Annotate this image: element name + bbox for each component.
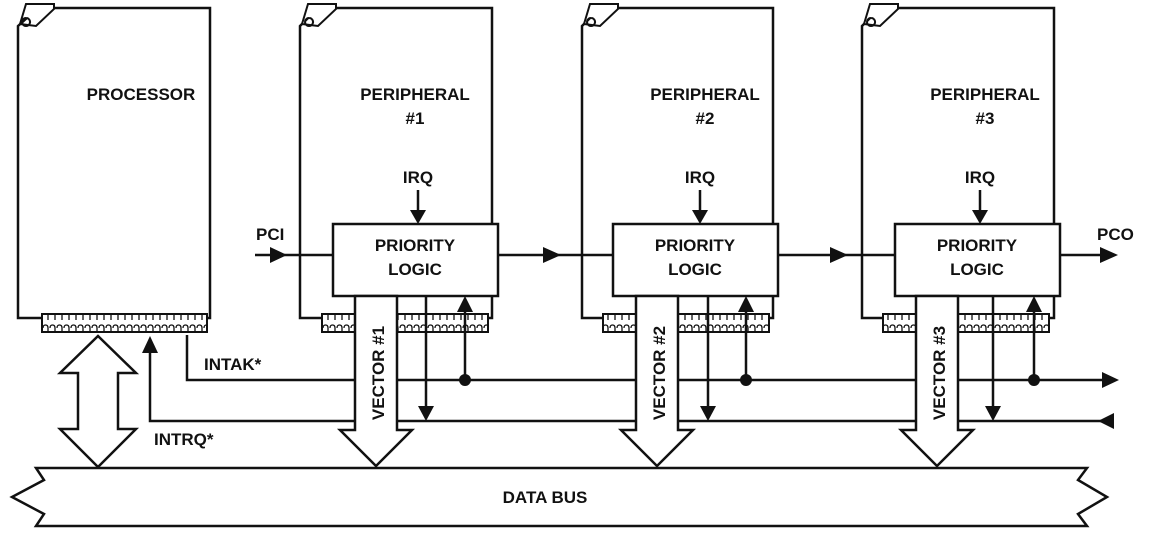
arrowhead-up-icon (738, 296, 754, 312)
peripheral-number: #1 (406, 109, 425, 128)
irq-label: IRQ (965, 168, 995, 187)
board-ejector-icon (582, 3, 619, 28)
intrq-label: INTRQ* (154, 430, 214, 449)
arrowhead-right-icon (1102, 372, 1119, 388)
bidirectional-bus-arrow (56, 334, 140, 469)
data-bus-label: DATA BUS (503, 488, 588, 507)
vector-label: VECTOR #3 (930, 326, 949, 420)
priority-label: PRIORITY (937, 236, 1018, 255)
arrowhead-up-icon (142, 336, 158, 353)
priority-logic-2: PRIORITY LOGIC (611, 222, 780, 298)
priority-chain: PCI PCO (255, 225, 1134, 263)
logic-label: LOGIC (388, 260, 442, 279)
irq-arrows (410, 190, 988, 224)
arrowhead-down-icon (692, 210, 708, 224)
edge-connector (321, 313, 489, 333)
pco-label: PCO (1097, 225, 1134, 244)
priority-label: PRIORITY (655, 236, 736, 255)
arrowhead-up-icon (1026, 296, 1042, 312)
pci-label: PCI (256, 225, 284, 244)
vector-label: VECTOR #2 (650, 326, 669, 420)
arrowhead-down-icon (418, 406, 434, 421)
intak-label: INTAK* (204, 355, 262, 374)
priority-logic-1: PRIORITY LOGIC (331, 222, 500, 298)
data-bus: DATA BUS (9, 466, 1110, 528)
priority-label: PRIORITY (375, 236, 456, 255)
arrowhead-right-icon (1100, 247, 1118, 263)
arrowhead-right-icon (830, 247, 848, 263)
arrowhead-down-icon (985, 406, 1001, 421)
vector-label: VECTOR #1 (369, 326, 388, 420)
arrowhead-up-icon (457, 296, 473, 312)
edge-connector (602, 313, 770, 333)
irq-label: IRQ (685, 168, 715, 187)
arrowhead-right-icon (270, 247, 287, 263)
logic-label: LOGIC (950, 260, 1004, 279)
irq-label: IRQ (403, 168, 433, 187)
arrowhead-left-icon (1098, 413, 1114, 429)
edge-connector (882, 313, 1050, 333)
vector-3-arrow: VECTOR #3 (897, 294, 977, 468)
board-ejector-icon (300, 3, 337, 28)
processor-board: PROCESSOR (16, 3, 212, 333)
peripheral-number: #3 (976, 109, 995, 128)
peripheral-3-connections (985, 296, 1042, 421)
board-ejector-icon (862, 3, 899, 28)
board-ejector-icon (18, 3, 55, 28)
vector-2-arrow: VECTOR #2 (617, 294, 697, 468)
peripheral-1-connections (418, 296, 473, 421)
peripheral-label: PERIPHERAL (360, 85, 470, 104)
intrq-line: INTRQ* (142, 336, 1114, 449)
peripheral-2-connections (700, 296, 754, 421)
edge-connector (41, 313, 208, 333)
arrowhead-down-icon (410, 210, 426, 224)
priority-logic-3: PRIORITY LOGIC (893, 222, 1062, 298)
arrowhead-right-icon (543, 247, 561, 263)
peripheral-number: #2 (696, 109, 715, 128)
vector-1-arrow: VECTOR #1 (336, 294, 416, 468)
arrowhead-down-icon (972, 210, 988, 224)
intak-line: INTAK* (185, 335, 1119, 388)
logic-label: LOGIC (668, 260, 722, 279)
peripheral-label: PERIPHERAL (930, 85, 1040, 104)
arrowhead-down-icon (700, 406, 716, 421)
processor-label: PROCESSOR (87, 85, 196, 104)
peripheral-label: PERIPHERAL (650, 85, 760, 104)
